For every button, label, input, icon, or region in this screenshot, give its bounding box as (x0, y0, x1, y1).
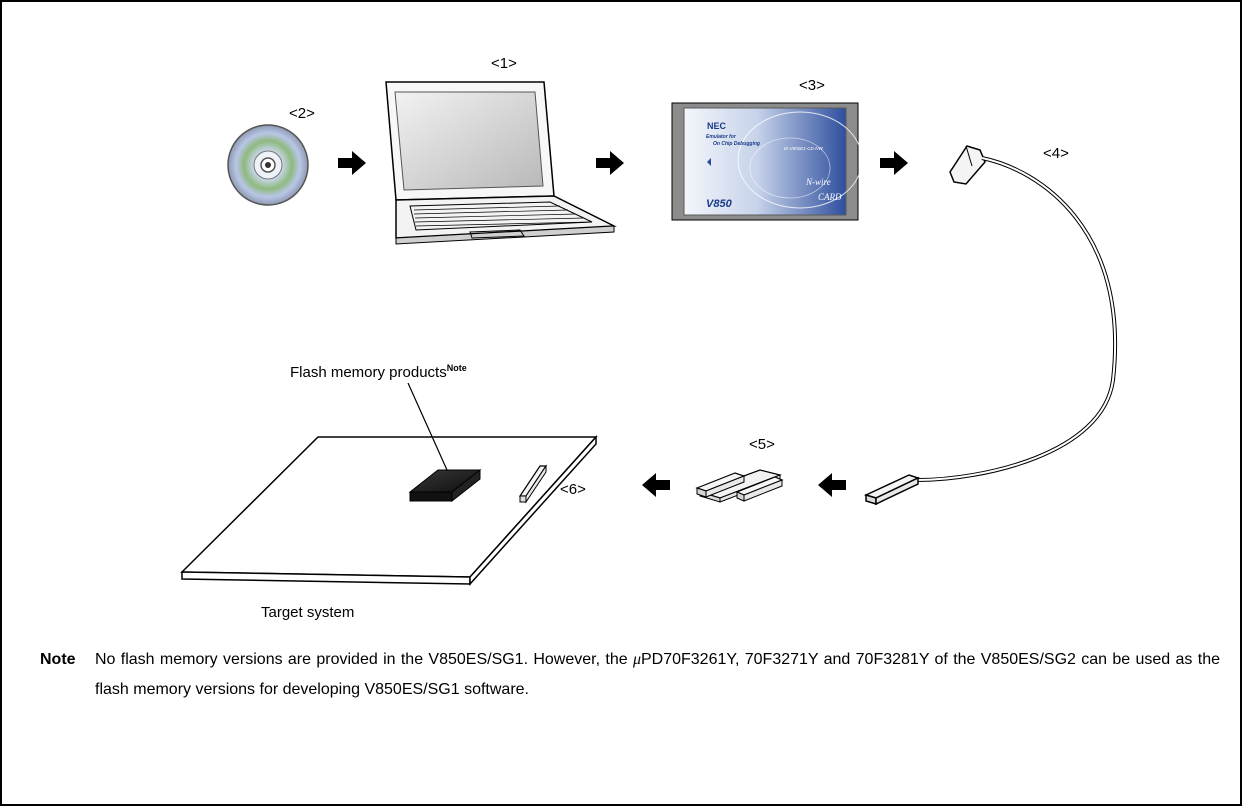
flash-memory-label: Flash memory productsNote (290, 363, 467, 381)
label-connector: <6> (560, 481, 586, 498)
arrow-left-icon (642, 473, 670, 497)
arrow-right-icon (880, 151, 908, 175)
note-text: No flash memory versions are provided in… (95, 651, 1220, 698)
laptop-pc-icon (385, 81, 617, 245)
cd-rom-icon (227, 124, 309, 206)
card-line1: Emulator for (706, 134, 737, 140)
arrow-left-icon (818, 473, 846, 497)
card-word: CARD (818, 192, 842, 202)
card-nwire: N-wire (805, 177, 831, 187)
note-tag: Note (40, 651, 76, 668)
arrow-right-icon (596, 151, 624, 175)
adapter-icon (695, 469, 784, 503)
label-card: <3> (799, 77, 825, 94)
label-cable: <4> (1043, 145, 1069, 162)
target-board-icon (180, 382, 598, 586)
label-cd-rom: <2> (289, 105, 315, 122)
card-product: V850 (706, 198, 733, 210)
mu-symbol: μ (632, 651, 641, 668)
cable-icon (863, 145, 1117, 506)
label-adapter: <5> (749, 436, 775, 453)
arrow-right-icon (338, 151, 366, 175)
card-model: IE-V850E1-CD-NW (784, 146, 824, 151)
card-line2: On Chip Debugging (713, 141, 760, 147)
pc-card-icon (671, 102, 863, 221)
label-pc: <1> (491, 55, 517, 72)
target-system-label: Target system (261, 604, 354, 621)
card-brand: NEC (707, 121, 727, 131)
flash-note-superscript: Note (447, 363, 467, 373)
